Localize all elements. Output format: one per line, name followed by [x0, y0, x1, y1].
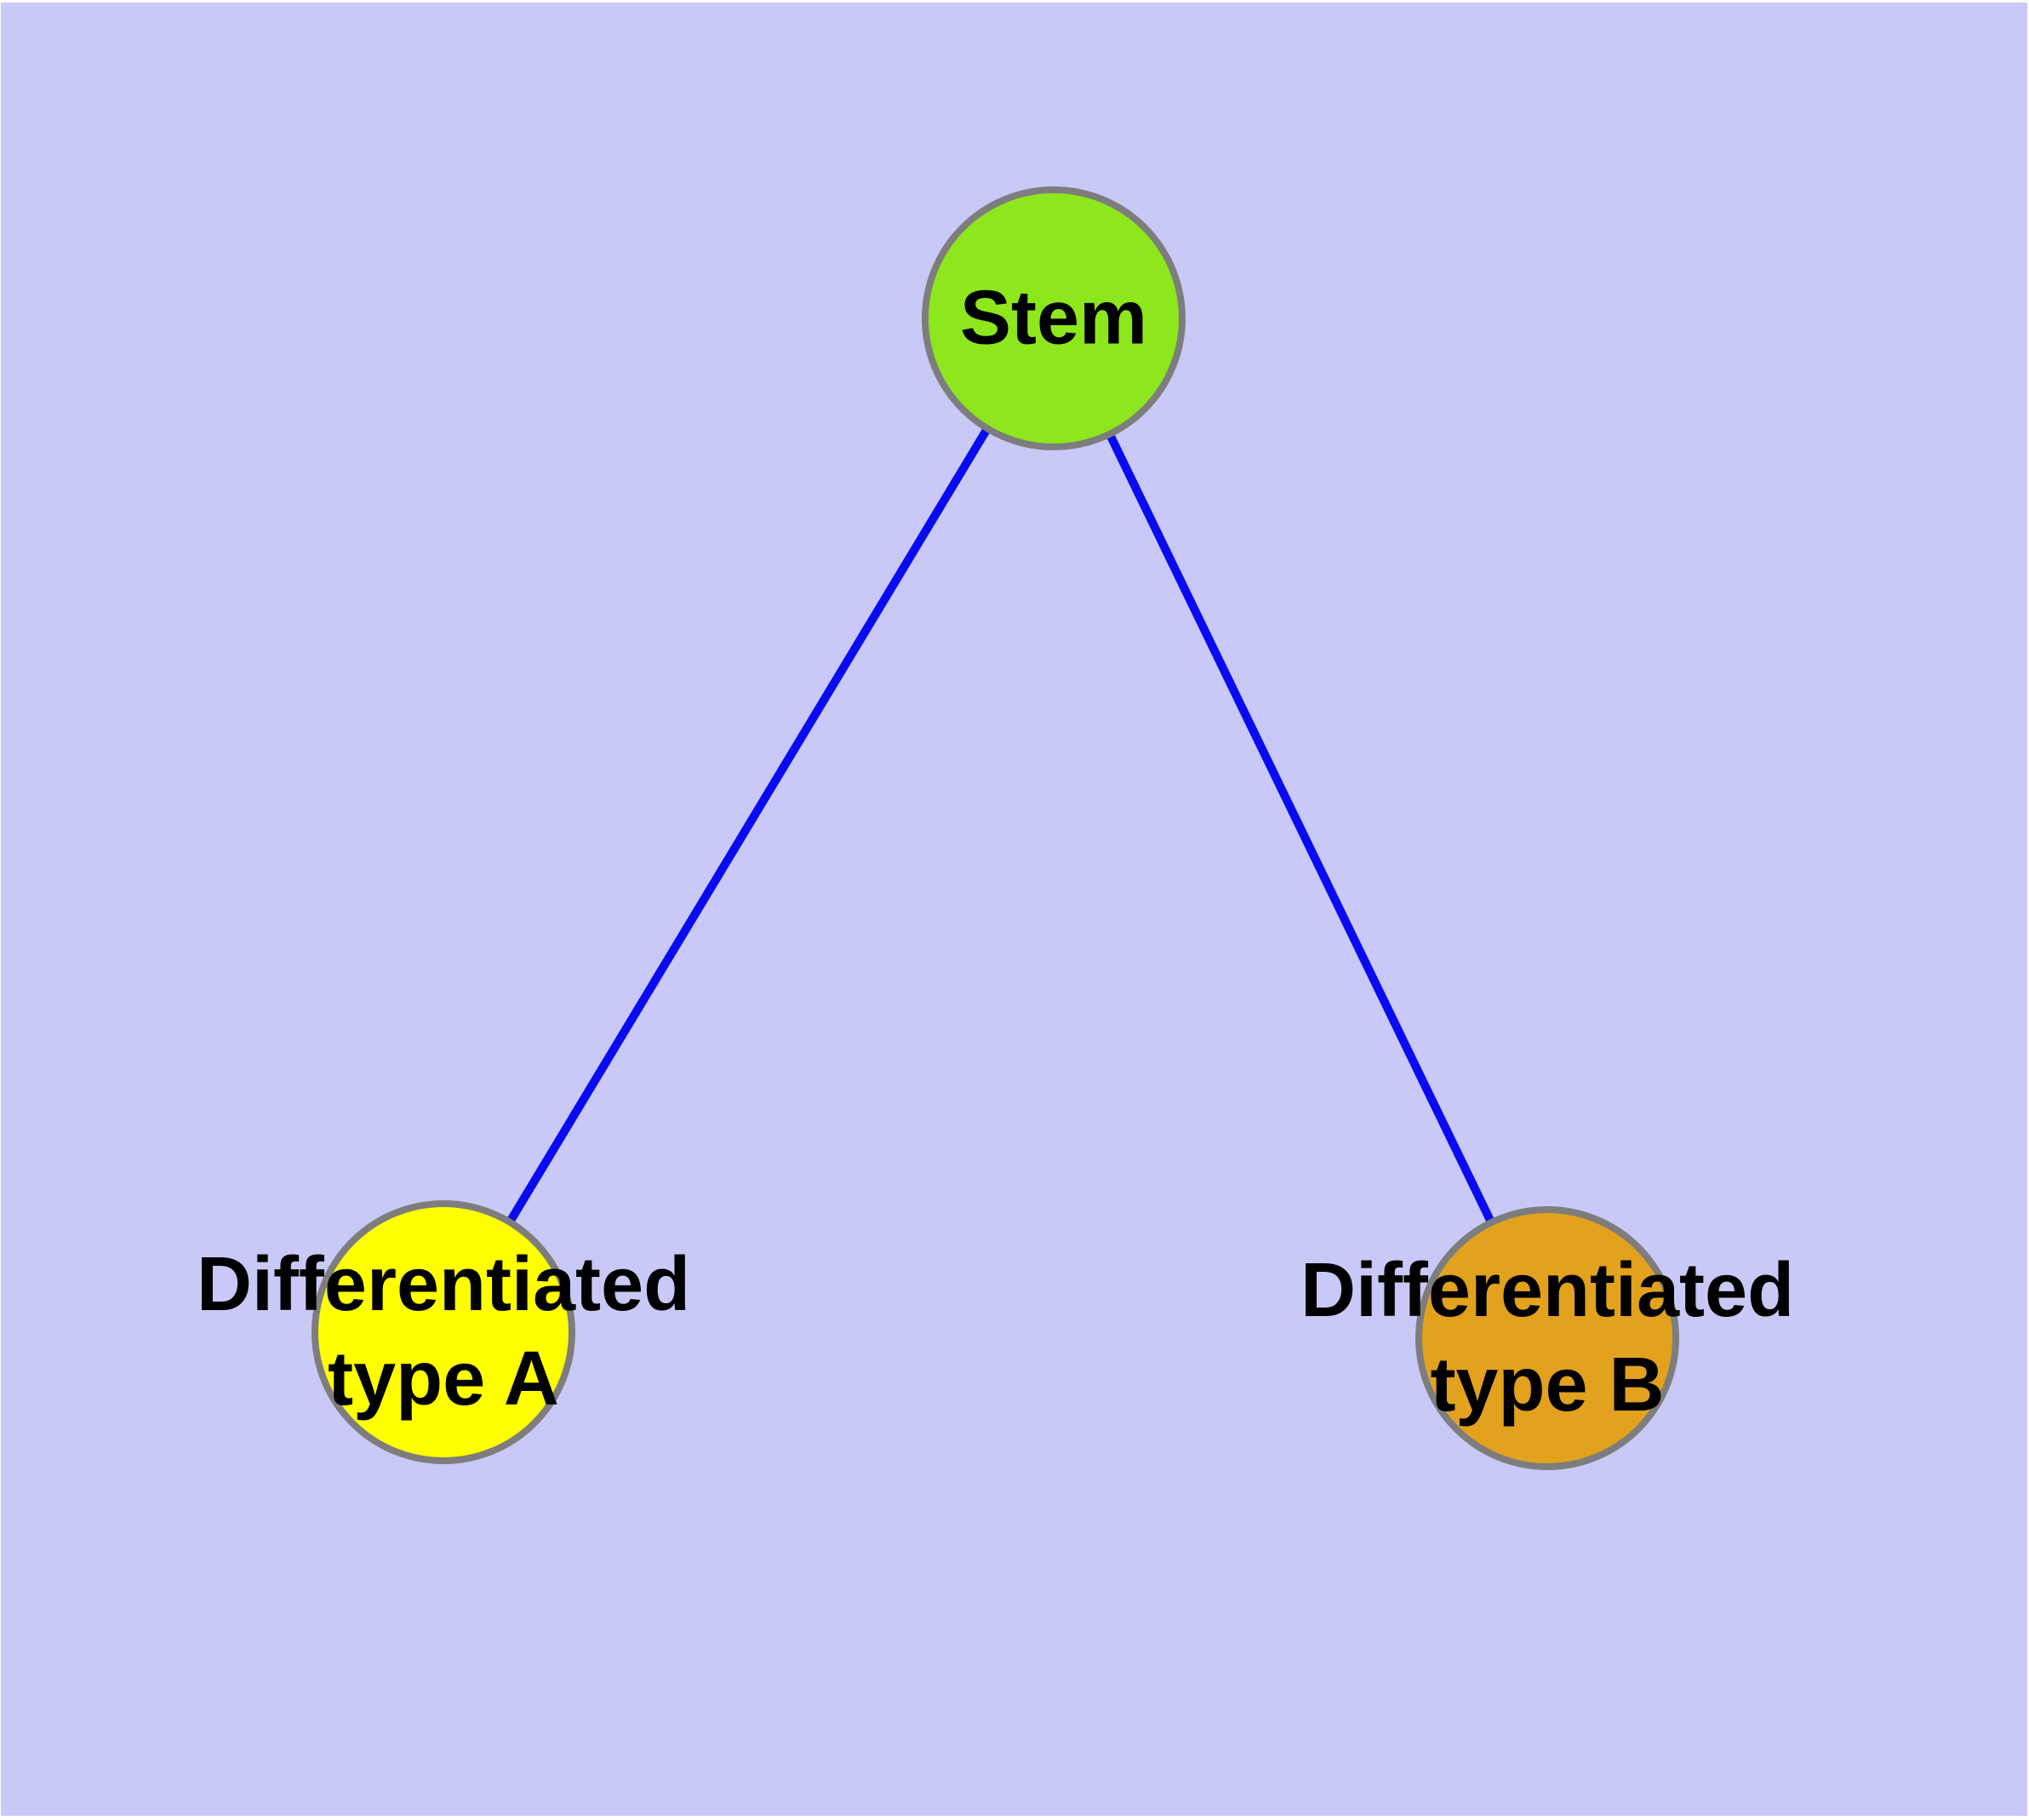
node-type-b: [1415, 1206, 1679, 1470]
node-stem: [922, 186, 1186, 450]
node-type-a: [311, 1200, 575, 1464]
edge-stem-type-a: [439, 316, 1058, 1335]
edge-stem-type-b: [1049, 316, 1552, 1341]
